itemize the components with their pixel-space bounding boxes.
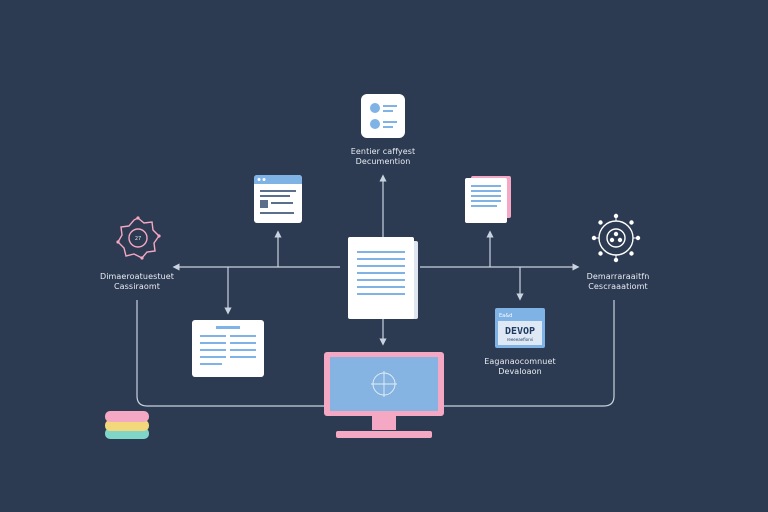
monitor	[324, 352, 444, 440]
settings-gear-icon	[591, 213, 641, 263]
top-node-label-line1: Eentier caffyest	[350, 147, 416, 156]
devop-node-label: Eaganaocomnuet Devaloaon	[470, 357, 570, 377]
database-stack	[104, 408, 150, 442]
left-node-label-line1: Dimaeroatuestuet	[99, 272, 175, 281]
devop-card-graphic: Ea&d DEVOP reeeeaefiorvi	[495, 308, 545, 348]
network-gear-icon: 27	[116, 216, 161, 260]
central-document	[348, 237, 420, 321]
devop-node-label-line1: Eaganaocomnuet	[484, 357, 556, 366]
left-network-node: 27	[112, 212, 164, 264]
right-node-label-line2: Cescraaatiomt	[588, 282, 648, 291]
devop-badge: Ea&d	[499, 313, 512, 319]
profile-list-icon	[361, 94, 405, 138]
devop-subtitle: reeeeaefiorvi	[507, 337, 533, 342]
right-node-label-line1: Demarraraaitfn	[586, 272, 650, 281]
top-node-label-line2: Decumention	[355, 157, 411, 166]
devop-card: Ea&d DEVOP reeeeaefiorvi	[495, 308, 545, 348]
top-node-label: Eentier caffyest Decumention	[333, 147, 433, 167]
browser-window-card	[254, 175, 302, 223]
left-node-label-line2: Cassiraomt	[113, 282, 161, 291]
document-stack-card	[465, 174, 513, 224]
profile-card	[361, 94, 405, 138]
database-stack-icon	[105, 411, 149, 439]
document-icon	[348, 237, 418, 319]
svg-text:27: 27	[135, 236, 141, 242]
data-list-card	[192, 320, 264, 377]
devop-title: DEVOP	[505, 326, 535, 337]
left-node-label: Dimaeroatuestuet Cassiraomt	[83, 272, 191, 292]
document-stack-icon	[465, 176, 511, 223]
devop-node-label-line2: Devaloaon	[498, 367, 542, 376]
monitor-crosshair-icon	[324, 352, 444, 438]
right-node-label: Demarraraaitfn Cescraaatiomt	[566, 272, 670, 292]
browser-window-icon	[254, 175, 302, 223]
right-settings-node	[588, 210, 644, 266]
data-list-icon	[192, 320, 264, 377]
